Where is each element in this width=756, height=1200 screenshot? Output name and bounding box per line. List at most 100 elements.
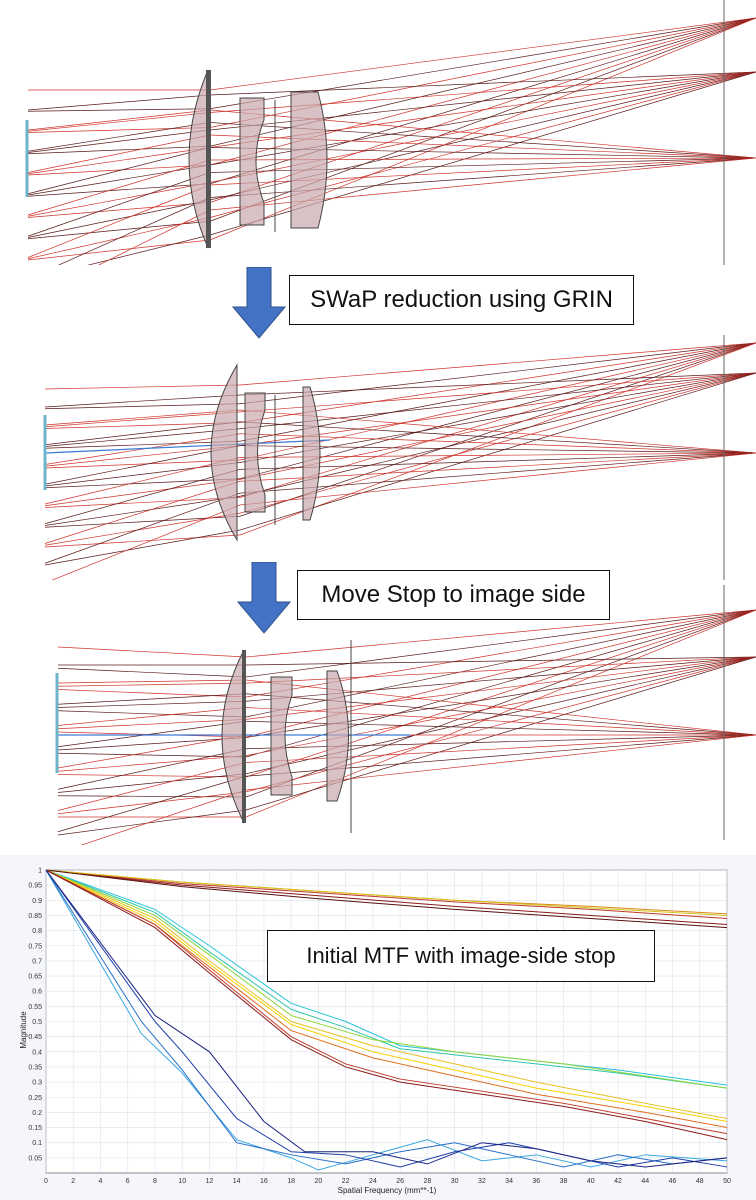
mtf-caption: Initial MTF with image-side stop <box>267 930 655 982</box>
x-tick-label: 24 <box>369 1178 377 1185</box>
ray <box>245 656 756 793</box>
ray <box>57 773 247 793</box>
ray <box>245 734 756 791</box>
ray <box>44 534 241 548</box>
ray <box>239 342 756 517</box>
mtf-series-line <box>45 869 728 1122</box>
x-tick-label: 32 <box>478 1178 486 1185</box>
ray <box>80 789 247 845</box>
grid <box>45 869 728 1174</box>
x-tick-label: 28 <box>423 1178 431 1185</box>
ray <box>57 719 247 730</box>
mtf-series-line <box>45 869 728 919</box>
ray <box>57 700 247 708</box>
y-tick-label: 0.55 <box>28 1004 42 1011</box>
y-tick-label: 1 <box>38 868 42 875</box>
mtf-series-line <box>45 869 728 1168</box>
ray <box>239 372 756 413</box>
ray <box>57 679 247 684</box>
ray <box>87 234 211 265</box>
ray <box>27 145 211 155</box>
ray <box>27 122 211 152</box>
ray <box>57 775 247 833</box>
ray <box>239 372 756 446</box>
x-tick-label: 8 <box>153 1178 157 1185</box>
ray <box>57 646 247 658</box>
x-tick-label: 48 <box>696 1178 704 1185</box>
ray <box>44 457 241 505</box>
ray <box>27 239 211 261</box>
ray <box>239 452 756 494</box>
y-tick-label: 0.45 <box>28 1034 42 1041</box>
ray <box>57 748 247 790</box>
ray <box>245 656 756 666</box>
y-tick-label: 0.5 <box>32 1019 42 1026</box>
y-tick-label: 0.35 <box>28 1064 42 1071</box>
y-tick-labels: 0.050.10.150.20.250.30.350.40.450.50.550… <box>28 868 42 1163</box>
ray <box>44 459 241 469</box>
ray <box>239 342 756 536</box>
x-tick-label: 50 <box>723 1178 731 1185</box>
ray <box>27 183 211 197</box>
ray <box>245 720 756 736</box>
y-tick-label: 0.8 <box>32 928 42 935</box>
ray <box>239 342 756 386</box>
ray <box>245 693 756 736</box>
ray <box>245 656 756 738</box>
ray <box>27 108 211 112</box>
ray <box>57 752 247 758</box>
ray-fan <box>27 17 756 265</box>
ray-fan <box>57 609 756 845</box>
ray <box>44 403 241 410</box>
y-tick-label: 0.6 <box>32 989 42 996</box>
ray <box>245 656 756 811</box>
mtf-series-line <box>45 869 728 926</box>
ray <box>44 492 241 564</box>
ray <box>44 497 241 508</box>
ray <box>44 495 241 526</box>
x-tick-label: 2 <box>71 1178 75 1185</box>
ray <box>57 795 247 798</box>
ray <box>57 682 247 687</box>
mtf-series-line <box>45 869 728 1129</box>
y-tick-label: 0.1 <box>32 1140 42 1147</box>
ray <box>245 734 756 750</box>
y-tick-label: 0.4 <box>32 1049 42 1056</box>
ray <box>239 445 756 454</box>
ray <box>44 394 241 408</box>
ray <box>209 71 756 96</box>
ray <box>27 182 211 217</box>
lens-element-3 <box>302 386 321 521</box>
ray <box>57 791 247 815</box>
mtf-series-line <box>45 869 728 1135</box>
ray <box>44 469 241 525</box>
y-tick-label: 0.75 <box>28 943 42 950</box>
y-tick-label: 0.7 <box>32 958 42 965</box>
x-tick-label: 22 <box>342 1178 350 1185</box>
ray <box>239 409 756 454</box>
mtf-series-line <box>45 869 728 916</box>
ray <box>27 184 211 258</box>
ray <box>97 209 211 265</box>
ray <box>57 734 247 769</box>
ray <box>57 667 247 678</box>
ray <box>44 384 241 390</box>
ray <box>27 112 211 132</box>
mtf-series-line <box>45 869 728 1168</box>
mtf-series-line <box>45 869 728 1089</box>
ray <box>44 529 241 566</box>
ray <box>239 372 756 497</box>
ray <box>239 342 756 423</box>
down-arrow-icon <box>231 266 287 344</box>
lens-element-1 <box>221 649 245 824</box>
mtf-series-line <box>45 869 728 1171</box>
ray <box>44 421 241 446</box>
ray <box>27 94 211 111</box>
mtf-series-line <box>45 869 728 1089</box>
x-tick-label: 16 <box>260 1178 268 1185</box>
optical-layout-original <box>25 0 756 265</box>
ray <box>44 462 241 487</box>
mtf-series-line <box>45 869 728 1168</box>
